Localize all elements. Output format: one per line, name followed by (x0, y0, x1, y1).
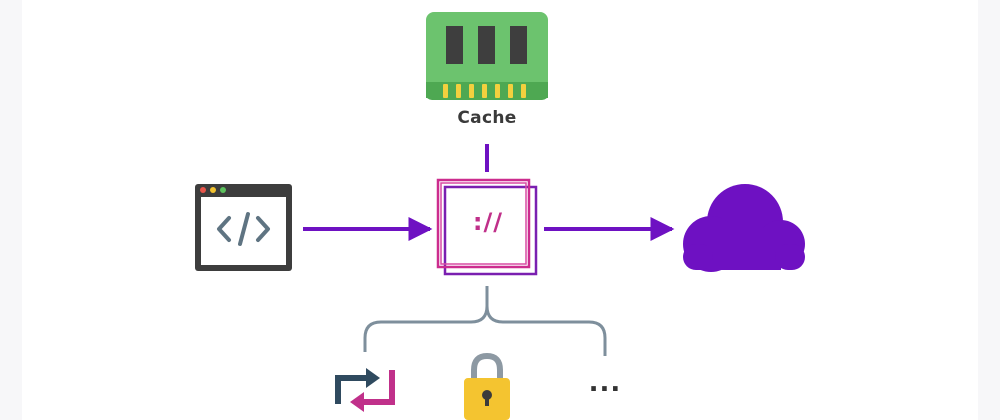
more-features-ellipsis: ... (588, 368, 622, 398)
cache-label: Cache (457, 108, 517, 128)
memory-chip-icon (426, 12, 548, 100)
right-margin (978, 0, 1000, 420)
proxy-icon (436, 178, 538, 276)
left-margin (0, 0, 22, 420)
bracket-left-branch (363, 286, 489, 352)
sync-arrows-icon (335, 368, 395, 412)
padlock-icon (464, 352, 510, 420)
browser-code-icon (195, 184, 292, 271)
bracket-right-branch (485, 305, 607, 356)
proxy-label: :// (472, 208, 504, 236)
cloud-icon (683, 184, 805, 272)
